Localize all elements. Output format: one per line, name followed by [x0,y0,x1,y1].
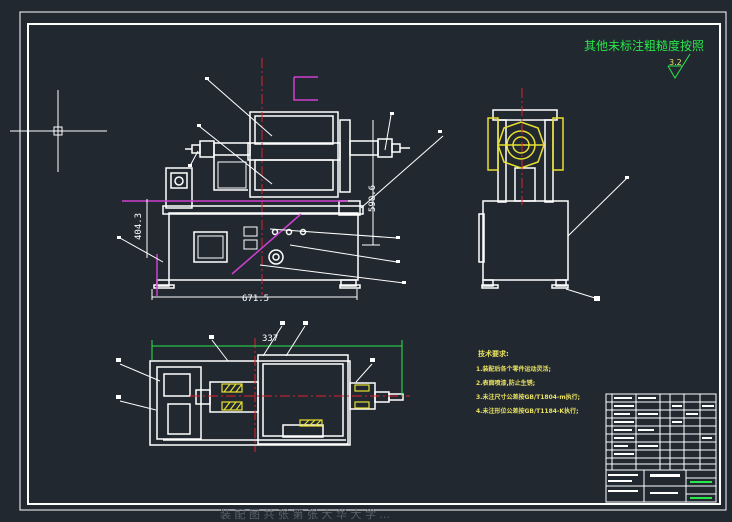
dim-top-view-width: 337 [262,334,279,344]
watermark-text: 装 配 图 共 张 第 张 大 华 大 学 ... [220,508,390,521]
top-leader-lines [119,325,373,411]
top-view-hatch [221,383,370,427]
side-leader-lines [565,177,628,299]
front-dimension-lines [146,120,380,300]
dim-left-height: 404.3 [134,212,144,240]
dim-right-height: 590.6 [368,184,378,212]
top-view [149,354,404,446]
tech-requirement-4: 4.未注形位公差按GB/T1184-K执行; [476,408,579,415]
outer-frame [19,11,727,511]
tech-requirement-1: 1.装配后各个零件运动灵活; [476,366,551,373]
front-leader-ticks [117,77,442,284]
tech-requirement-3: 3.未注尺寸公差按GB/T1804-m执行; [476,394,581,401]
tech-requirement-2: 2.表面喷漆,防止生锈; [476,380,536,387]
crosshair-cursor [10,90,107,172]
tech-requirements-title: 技术要求: [478,350,509,358]
dim-overall-length: 671.5 [242,294,270,304]
title-block-fills [608,397,714,494]
roughness-symbol [667,53,691,79]
roughness-note: 其他未标注粗糙度按照 [584,39,705,53]
roughness-value: 3.2 [669,58,682,67]
title-block [605,393,717,503]
front-magenta-marks [122,76,348,296]
side-leader-ticks [594,176,629,301]
title-block-green [690,481,712,499]
side-view-heater [487,117,564,171]
inner-frame [27,23,721,505]
front-leader-lines [119,78,444,284]
front-view [153,111,410,289]
top-dimension-lines [151,340,403,396]
top-leader-ticks [116,321,375,399]
